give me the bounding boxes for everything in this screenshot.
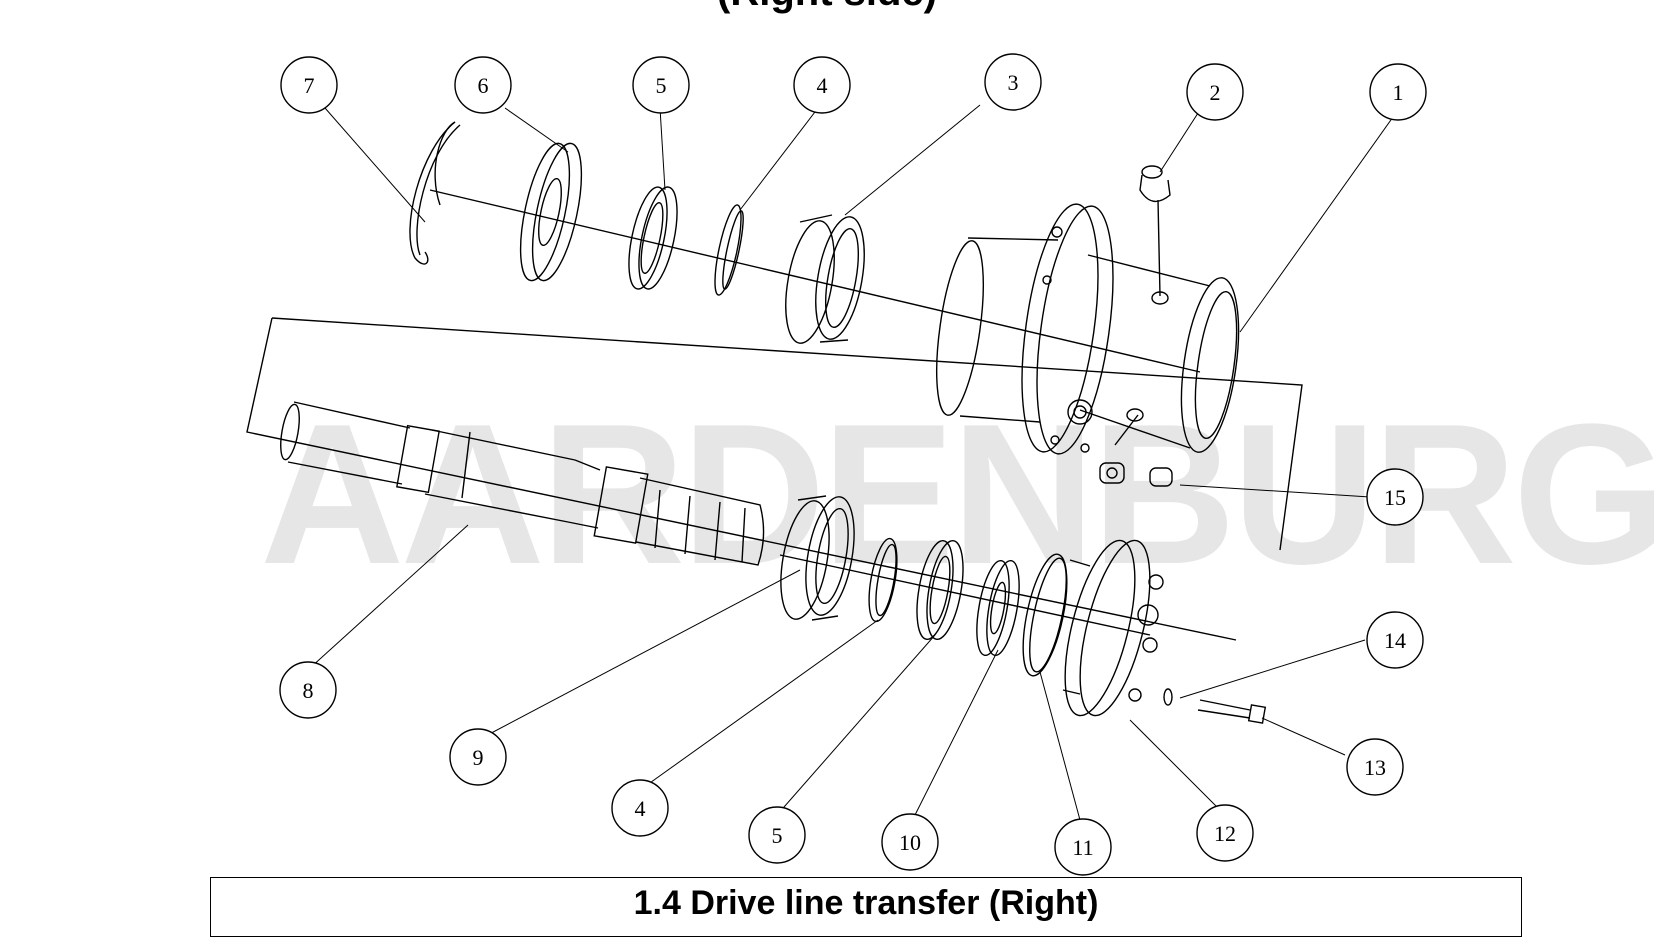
callout-2: 2 (1186, 63, 1244, 121)
diagram-caption: 1.4 Drive line transfer (Right) (633, 884, 1099, 922)
bearing-lower-part (780, 495, 855, 621)
callout-5-upper-label: 5 (656, 73, 667, 98)
callout-10-label: 10 (899, 830, 921, 855)
callout-11-label: 11 (1072, 835, 1093, 860)
plug-parts (1099, 414, 1173, 487)
caption-box: 1.4 Drive line transfer (Right) (210, 877, 1522, 937)
callout-8-label: 8 (303, 678, 314, 703)
callout-7: 7 (280, 56, 338, 114)
callout-12: 12 (1196, 804, 1254, 862)
callout-15-label: 15 (1384, 485, 1406, 510)
callout-6-label: 6 (478, 73, 489, 98)
callout-5-lower: 5 (748, 806, 806, 864)
lock-nut-upper-part (628, 186, 678, 290)
seal-part (519, 142, 583, 282)
housing-part (936, 203, 1240, 455)
callout-3-label: 3 (1008, 70, 1019, 95)
callout-15: 15 (1366, 468, 1424, 526)
callout-14-label: 14 (1384, 628, 1406, 653)
exploded-parts-diagram: 1 2 3 4 5 6 7 8 9 4 5 10 11 12 13 14 15 (246, 53, 1427, 876)
callout-3: 3 (984, 53, 1042, 111)
callout-1: 1 (1369, 63, 1427, 121)
lock-washer-upper-part (714, 204, 744, 296)
snap-ring-part (409, 121, 461, 265)
callout-7-label: 7 (304, 73, 315, 98)
callout-12-label: 12 (1214, 821, 1236, 846)
callout-5-upper: 5 (632, 56, 690, 114)
end-cover-part (1062, 539, 1164, 717)
lock-nut-lower-part (916, 539, 964, 641)
callout-13: 13 (1346, 738, 1404, 796)
callout-2-label: 2 (1210, 80, 1221, 105)
callout-4-upper: 4 (793, 56, 851, 114)
o-ring-part (1022, 553, 1068, 677)
callout-11: 11 (1054, 818, 1112, 876)
callout-8: 8 (279, 661, 337, 719)
callout-6: 6 (454, 56, 512, 114)
bearing-upper-part (785, 214, 865, 344)
callout-5-lower-label: 5 (772, 823, 783, 848)
bolt-part (1163, 688, 1267, 724)
callout-14: 14 (1366, 611, 1424, 669)
grease-nipple-part (1139, 165, 1171, 297)
callout-4-lower-label: 4 (635, 796, 646, 821)
callout-13-label: 13 (1364, 755, 1386, 780)
drive-shaft-part (280, 401, 765, 566)
callout-1-label: 1 (1393, 80, 1404, 105)
callout-4-lower: 4 (611, 779, 669, 837)
page-heading-fragment: (Right side) (0, 0, 1654, 15)
callout-9-label: 9 (473, 745, 484, 770)
seal-lower-part (976, 559, 1020, 657)
callout-4-upper-label: 4 (817, 73, 828, 98)
callout-9: 9 (449, 728, 507, 786)
callout-10: 10 (881, 813, 939, 871)
